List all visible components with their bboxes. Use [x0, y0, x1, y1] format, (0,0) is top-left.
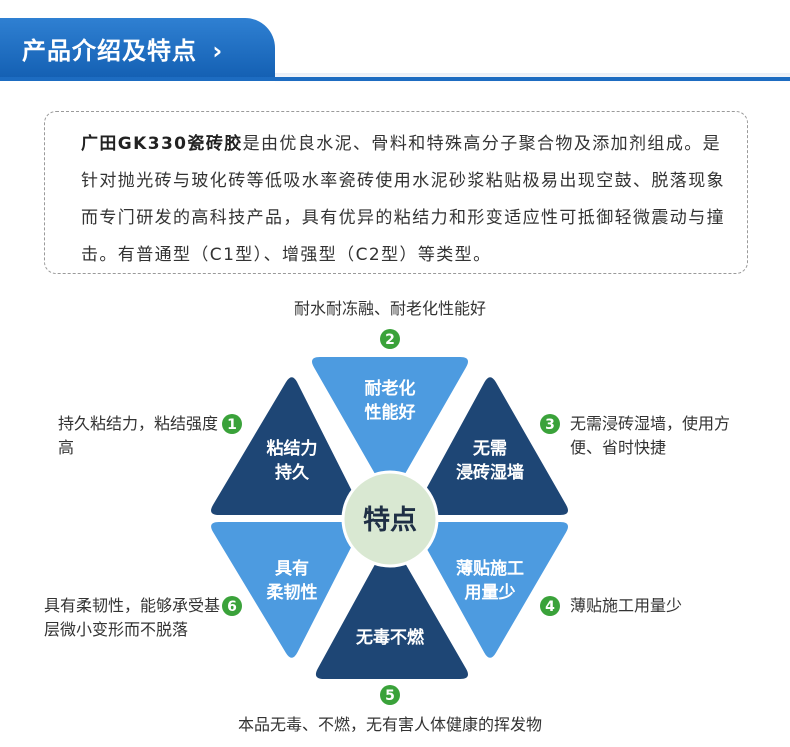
triangle-title-5: 无毒不燃 — [355, 627, 425, 648]
number-badge-text-6: 6 — [227, 599, 237, 615]
center-label: 特点 — [363, 505, 417, 536]
triangle-3 — [415, 377, 568, 515]
header-line — [0, 77, 790, 81]
triangle-title-1: 粘结力 — [267, 438, 318, 459]
triangle-title-2: 耐老化 — [365, 378, 416, 399]
triangle-4 — [415, 522, 568, 658]
triangle-title-6: 具有 — [274, 558, 309, 579]
number-badge-text-5: 5 — [385, 688, 395, 704]
triangle-title-2: 性能好 — [365, 402, 416, 423]
product-name: 广田GK330瓷砖胶 — [81, 134, 243, 154]
section-title: 产品介绍及特点 › — [22, 31, 223, 66]
feature-description-5: 本品无毒、不燃，无有害人体健康的挥发物 — [237, 715, 542, 734]
number-badge-text-3: 3 — [545, 417, 555, 433]
intro-paragraph: 广田GK330瓷砖胶是由优良水泥、骨料和特殊高分子聚合物及添加剂组成。是针对抛光… — [81, 126, 729, 274]
number-badge-6 — [222, 596, 242, 616]
triangle-title-3: 浸砖湿墙 — [456, 462, 524, 483]
number-badge-1 — [222, 414, 242, 434]
triangle-title-1: 持久 — [275, 462, 309, 483]
section-title-text: 产品介绍及特点 — [22, 37, 197, 65]
number-badge-2 — [380, 329, 400, 349]
feature-description-6: 具有柔韧性，能够承受基层微小变形而不脱落 — [44, 596, 221, 639]
number-badge-text-4: 4 — [545, 599, 555, 615]
number-badge-3 — [540, 414, 560, 434]
feature-description-3: 无需浸砖湿墙，使用方便、省时快捷 — [570, 414, 731, 457]
intro-description: 是由优良水泥、骨料和特殊高分子聚合物及添加剂组成。是针对抛光砖与玻化砖等低吸水率… — [81, 134, 725, 265]
triangle-1 — [211, 377, 361, 515]
triangle-5 — [315, 542, 468, 679]
header-tab — [0, 18, 275, 78]
feature-description-2: 耐水耐冻融、耐老化性能好 — [293, 299, 486, 318]
intro-box: 广田GK330瓷砖胶是由优良水泥、骨料和特殊高分子聚合物及添加剂组成。是针对抛光… — [44, 111, 748, 274]
center-circle — [341, 470, 439, 568]
triangle-title-4: 薄贴施工 — [456, 558, 524, 579]
section-header: 产品介绍及特点 › — [0, 0, 790, 95]
number-badge-text-1: 1 — [227, 417, 237, 433]
triangle-6 — [211, 522, 361, 658]
feature-description-1: 持久粘结力，粘结强度高 — [58, 414, 219, 457]
number-badge-4 — [540, 596, 560, 616]
triangle-title-4: 用量少 — [465, 582, 516, 603]
feature-description-4: 薄贴施工用量少 — [570, 596, 683, 615]
number-badge-5 — [380, 685, 400, 705]
triangle-title-6: 柔韧性 — [267, 582, 318, 603]
triangle-title-3: 无需 — [472, 439, 507, 459]
triangle-2 — [312, 357, 468, 495]
chevron-right-icon: › — [212, 37, 224, 65]
number-badge-text-2: 2 — [385, 332, 395, 348]
